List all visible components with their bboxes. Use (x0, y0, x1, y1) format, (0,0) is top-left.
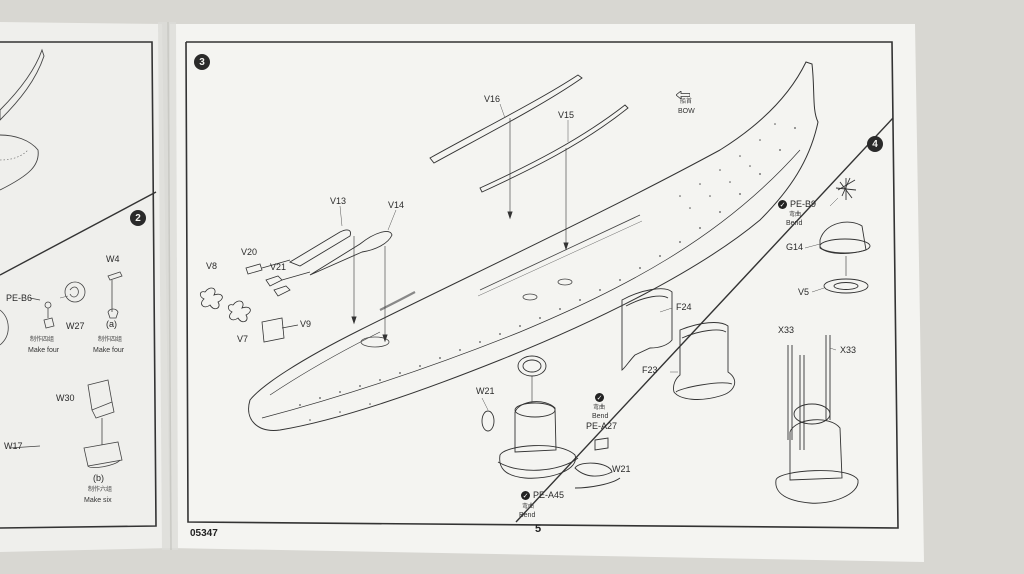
propeller-parts (199, 259, 311, 343)
label-b: (b) (93, 473, 104, 483)
label-bend-cn-2: 弯曲 (522, 504, 535, 510)
right-page (170, 24, 924, 562)
label-cn-four-2: 制作四组 (98, 337, 123, 343)
label-pe-a27: PE-A27 (586, 421, 618, 431)
label-v9: V9 (300, 319, 312, 329)
label-bow-cn: 船首 (680, 99, 693, 105)
step-4-number: 4 (872, 138, 878, 150)
left-page (0, 22, 170, 552)
deck-part-v16 (429, 74, 583, 220)
leader-lines (339, 103, 839, 411)
grille-pe-b9 (835, 177, 857, 200)
label-a: (a) (106, 319, 117, 329)
step4-parts (775, 177, 871, 504)
label-cn-four-1: 制作四组 (30, 337, 55, 343)
step-2-badge: 2 (130, 210, 146, 226)
part-v13-v14 (288, 229, 393, 343)
funnel-assembly-w21 (481, 355, 621, 489)
label-v15: V15 (558, 110, 575, 120)
step-3-badge: 3 (194, 54, 210, 70)
label-f23: F23 (642, 365, 658, 375)
ship-hull (248, 61, 819, 431)
step2-parts (0, 271, 123, 468)
page-number: 5 (535, 523, 542, 535)
label-bend-cn-3: 弯曲 (789, 212, 802, 218)
label-v20: V20 (241, 247, 258, 257)
label-make-four-1: Make four (28, 347, 60, 354)
check-icon: ✓ (595, 393, 604, 402)
label-w17: W17 (4, 441, 23, 451)
label-v7: V7 (237, 334, 249, 344)
label-v5: V5 (798, 287, 810, 297)
label-x33-a: X33 (778, 325, 795, 335)
label-w27: W27 (66, 321, 85, 331)
label-bend-2: Bend (519, 512, 536, 519)
step-divider-left (0, 191, 157, 276)
label-pe-b6: PE-B6 (6, 293, 33, 303)
hull-porthole-dots (299, 123, 796, 421)
step-divider-right (515, 117, 894, 523)
label-bow: BOW (678, 108, 695, 115)
label-w30: W30 (56, 393, 75, 403)
label-bend-cn-1: 弯曲 (593, 405, 606, 411)
label-v21: V21 (270, 262, 287, 272)
label-w21-a: W21 (476, 386, 495, 396)
left-hull-part (0, 48, 45, 121)
label-x33-b: X33 (840, 345, 857, 355)
label-g14: G14 (786, 242, 804, 252)
label-pe-b9: PE-B9 (790, 199, 817, 209)
right-page-frame (185, 41, 899, 529)
label-cn-six: 制作六组 (88, 487, 113, 493)
label-w4: W4 (106, 254, 120, 264)
funnel-part-f23-f24 (621, 288, 736, 400)
deck-part-v15 (479, 104, 629, 251)
check-icon: ✓ (778, 200, 787, 209)
step-4-badge: 4 (867, 136, 883, 152)
step-3-number: 3 (199, 56, 205, 68)
label-w21-b: W21 (612, 464, 631, 474)
label-make-six: Make six (84, 497, 112, 504)
step-2-number: 2 (135, 212, 141, 224)
label-v8: V8 (206, 261, 218, 271)
label-v13: V13 (330, 196, 347, 206)
product-code: 05347 (190, 528, 218, 539)
label-pe-a45: PE-A45 (533, 490, 565, 500)
label-bend-1: Bend (592, 413, 609, 420)
label-bend-3: Bend (786, 220, 803, 227)
label-v14: V14 (388, 200, 405, 210)
label-f24: F24 (676, 302, 692, 312)
arrow-left-icon (675, 86, 691, 100)
label-v16: V16 (484, 94, 501, 104)
left-page-frame (0, 41, 157, 529)
label-make-four-2: Make four (93, 347, 125, 354)
check-icon: ✓ (521, 491, 530, 500)
